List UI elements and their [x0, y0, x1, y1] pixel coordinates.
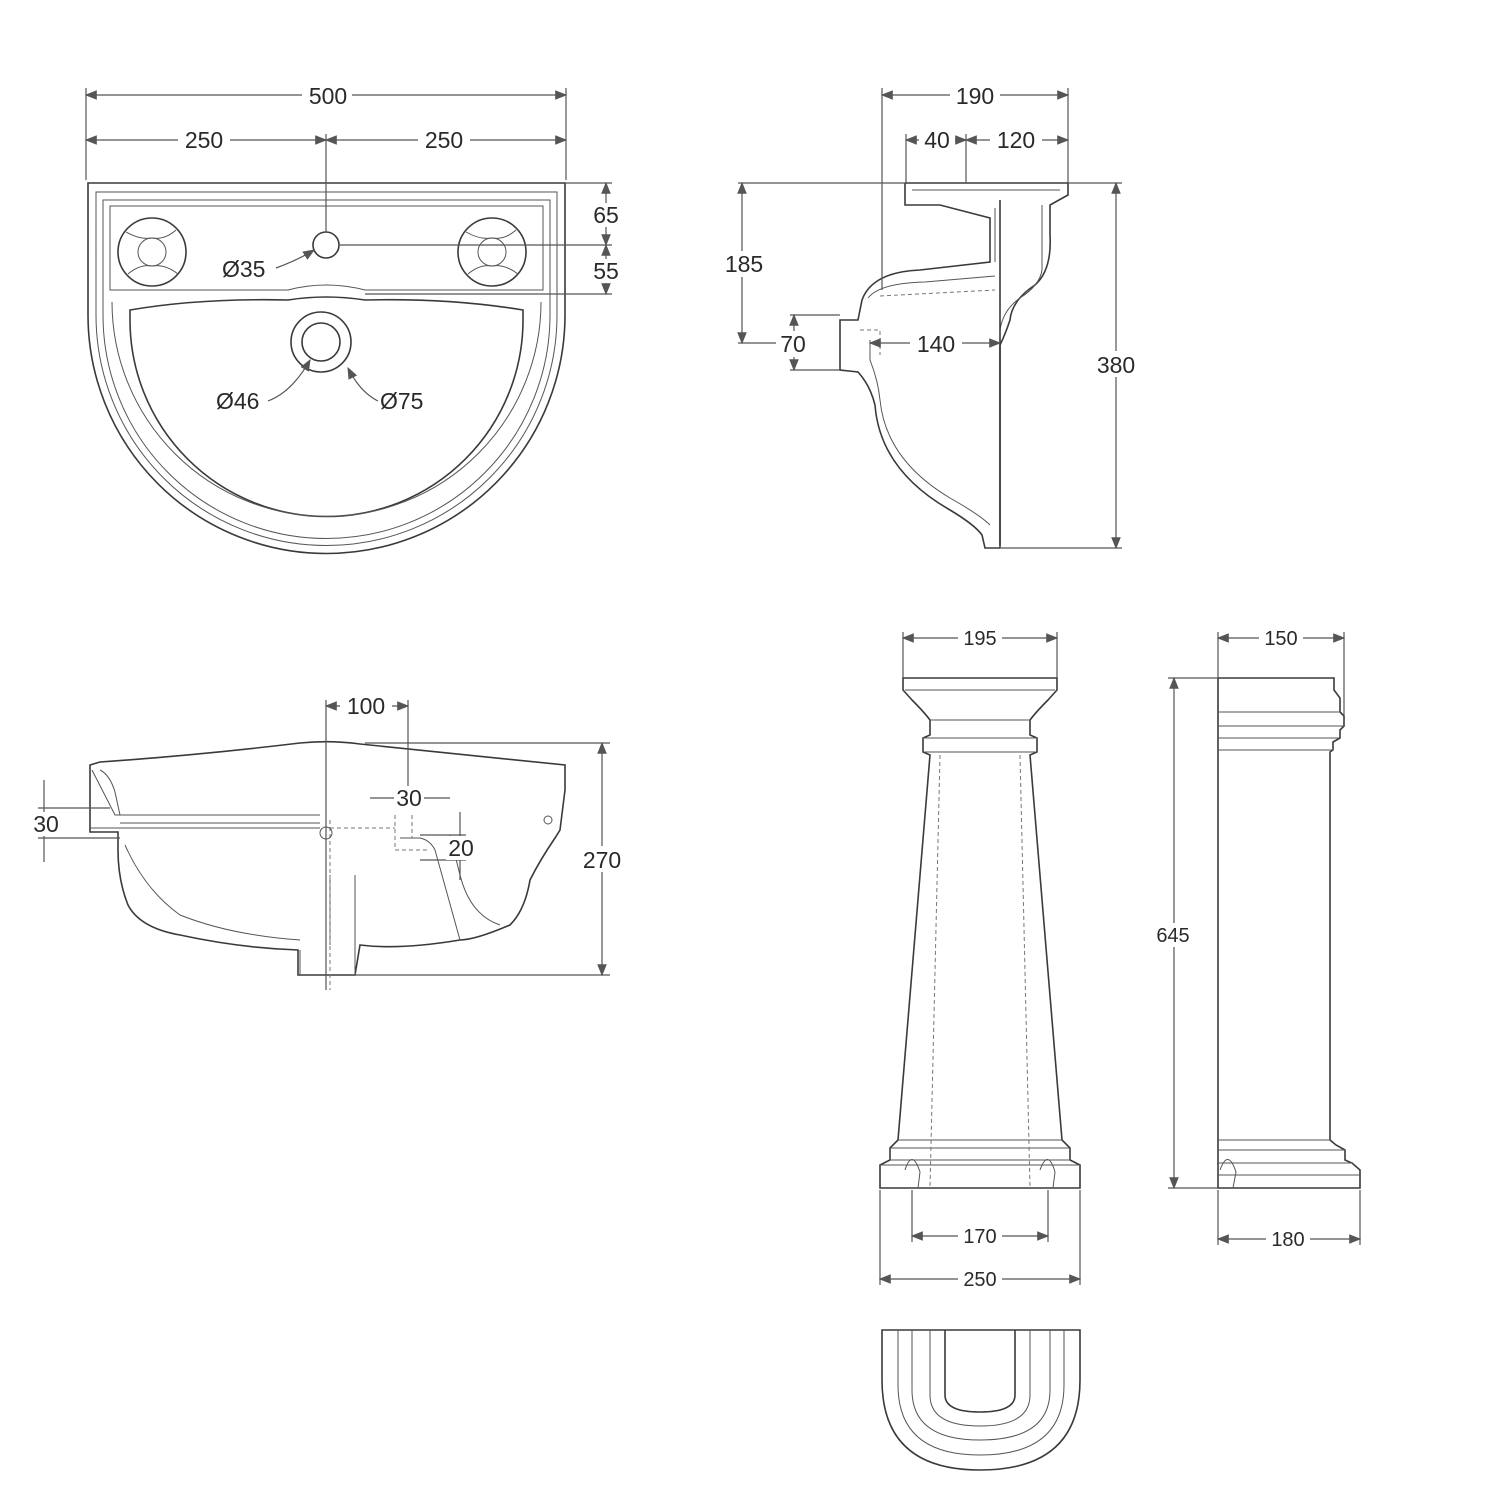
dim-back-section: 120: [997, 127, 1035, 153]
pedestal-side-view: 150 645 180: [1151, 627, 1362, 1251]
right-tap-icon: [457, 217, 527, 287]
waste-outlet: [290, 311, 352, 373]
dim-depth-to-taphole: 65: [593, 202, 619, 228]
dim-overflow-width: 30: [396, 785, 422, 811]
dim-overflow-to-wall: 140: [917, 331, 955, 357]
dim-overflow-height: 70: [780, 331, 806, 357]
dim-tap-hole: Ø35: [222, 256, 265, 282]
dim-taphole-to-ledge: 55: [593, 258, 619, 284]
dim-left-half: 250: [185, 127, 223, 153]
dim-front-overall-height: 270: [583, 847, 621, 873]
dim-foot-spacing: 170: [963, 1226, 996, 1248]
dim-waste-outer: Ø75: [380, 388, 423, 414]
dim-overall-height: 380: [1097, 352, 1135, 378]
left-tap-icon: [117, 217, 187, 287]
dim-waste-inner: Ø46: [216, 388, 259, 414]
tap-hole: [312, 231, 340, 259]
dim-waste-offset: 100: [347, 693, 385, 719]
dim-overall-depth: 190: [956, 83, 994, 109]
basin-side-section: 190 40 120 185 70 140 380: [720, 82, 1141, 550]
dim-pedestal-top-width: 195: [963, 628, 996, 650]
dim-overall-width: 500: [309, 83, 347, 109]
basin-top-view: 500 250 250 65 55 Ø35 Ø46 Ø75: [84, 82, 622, 555]
dim-pedestal-base-width: 250: [963, 1269, 996, 1291]
dim-rim-section: 40: [924, 127, 950, 153]
dim-pedestal-height: 645: [1156, 925, 1189, 947]
dim-pedestal-base-depth: 180: [1271, 1229, 1304, 1251]
basin-front-section: 100 30 20 30 270: [30, 693, 628, 990]
pedestal-front-view: 195 170 250: [878, 627, 1082, 1291]
dim-rim-thickness: 30: [33, 811, 59, 837]
dim-pedestal-top-depth: 150: [1264, 628, 1297, 650]
dim-overflow-slot: 20: [448, 835, 474, 861]
pedestal-plan-view: [881, 1329, 1081, 1471]
dim-height-to-overflow: 185: [725, 251, 763, 277]
dim-right-half: 250: [425, 127, 463, 153]
